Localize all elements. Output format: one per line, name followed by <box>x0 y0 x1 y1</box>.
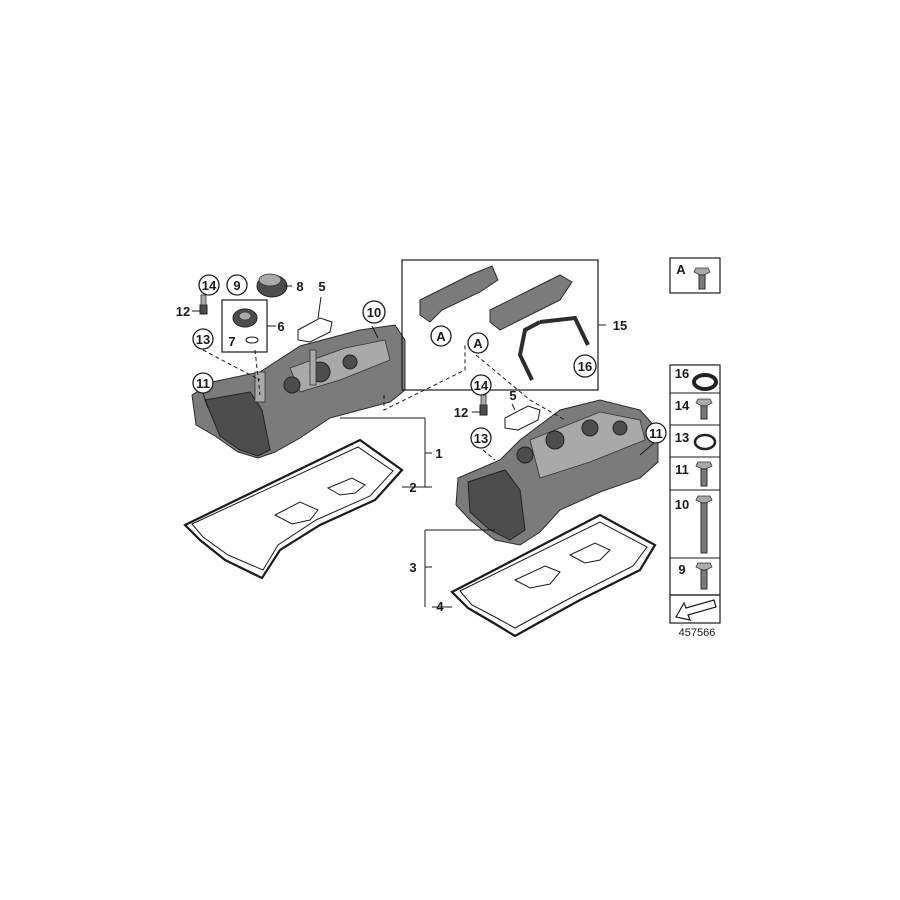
gasket-left[interactable] <box>183 438 404 580</box>
callout-5-left: 5 <box>318 279 325 294</box>
callout-A-1: A <box>430 325 452 347</box>
cylinder-head-cover-left[interactable] <box>191 324 406 459</box>
svg-text:9: 9 <box>233 278 240 293</box>
legend-bolt-9 <box>695 562 713 590</box>
svg-text:A: A <box>436 329 446 344</box>
oil-filler-cap[interactable] <box>256 273 288 298</box>
direction-arrow-box <box>669 594 721 624</box>
oil-separator-right[interactable] <box>489 274 573 331</box>
seal-right[interactable] <box>504 405 541 431</box>
callout-12-left: 12 <box>176 304 190 319</box>
callout-2: 2 <box>409 480 416 495</box>
legend-label-13: 13 <box>675 430 689 445</box>
callout-16: 16 <box>573 354 597 378</box>
legend-label-9: 9 <box>678 562 685 577</box>
callout-6: 6 <box>277 319 284 334</box>
svg-text:A: A <box>676 262 686 277</box>
oil-separator-left[interactable] <box>419 265 499 323</box>
legend-column: 16 14 13 11 10 9 <box>669 364 721 596</box>
document-number: 457566 <box>679 627 716 639</box>
vent-hose[interactable] <box>517 315 590 381</box>
svg-text:11: 11 <box>649 426 663 441</box>
cylinder-head-cover-right[interactable] <box>455 399 659 546</box>
sensor-left[interactable] <box>199 294 208 315</box>
sensor-right[interactable] <box>479 394 488 416</box>
direction-arrow-icon <box>675 599 717 621</box>
dashed-leaders <box>202 345 566 461</box>
callout-13-right: 13 <box>470 427 492 449</box>
legend-seal-ring <box>692 373 718 391</box>
svg-text:A: A <box>473 336 483 351</box>
callout-12-right: 12 <box>454 405 468 420</box>
gasket-right[interactable] <box>450 513 657 638</box>
svg-text:13: 13 <box>196 332 210 347</box>
svg-text:14: 14 <box>202 278 217 293</box>
legend-A: A <box>669 257 721 294</box>
svg-text:14: 14 <box>474 378 489 393</box>
legend-bolt-10 <box>695 495 713 554</box>
legend-o-ring <box>693 433 717 451</box>
legend-label-16: 16 <box>675 366 689 381</box>
svg-text:16: 16 <box>578 359 592 374</box>
seal-left[interactable] <box>297 317 333 343</box>
callout-5-right: 5 <box>509 388 516 403</box>
legend-label-10: 10 <box>675 497 689 512</box>
filler-neck[interactable] <box>232 308 258 328</box>
callout-14-left: 14 <box>198 274 220 296</box>
legend-label-11: 11 <box>675 462 689 477</box>
svg-text:10: 10 <box>367 305 381 320</box>
svg-text:13: 13 <box>474 431 488 446</box>
callout-11-right: 11 <box>645 422 667 444</box>
legend-label-14: 14 <box>675 398 690 413</box>
callout-1: 1 <box>435 446 442 461</box>
callout-3: 3 <box>409 560 416 575</box>
legend-bolt-11 <box>695 461 713 487</box>
svg-text:11: 11 <box>196 376 210 391</box>
leader-lines <box>192 285 655 608</box>
callout-9: 9 <box>226 274 248 296</box>
callout-7: 7 <box>228 334 235 349</box>
callout-11-left: 11 <box>192 372 214 394</box>
callout-8: 8 <box>296 279 303 294</box>
callout-14-right: 14 <box>470 374 492 396</box>
o-ring-small[interactable] <box>245 336 259 344</box>
legend-bolt-14 <box>695 398 713 420</box>
callout-A-2: A <box>467 332 489 354</box>
callout-13-left: 13 <box>192 328 214 350</box>
callout-15: 15 <box>613 318 627 333</box>
callout-4: 4 <box>436 599 444 614</box>
callout-10: 10 <box>362 300 386 324</box>
